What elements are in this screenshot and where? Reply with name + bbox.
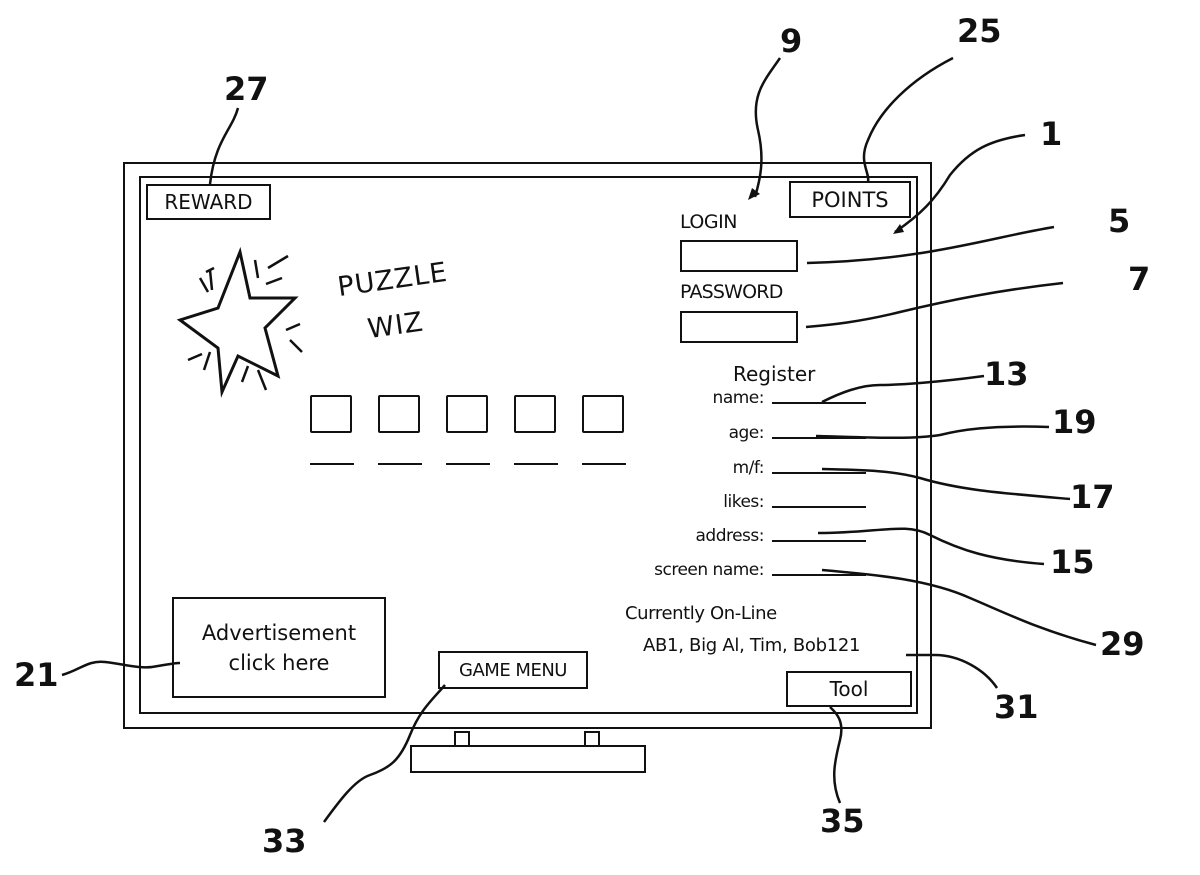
ref-numeral-13: 13 [984,355,1029,393]
leader-17 [822,469,1070,499]
ref-numeral-7: 7 [1128,260,1150,298]
leader-19 [816,427,1049,438]
leader-29 [822,570,1096,645]
ref-numeral-27: 27 [224,70,269,108]
ref-numeral-21: 21 [14,656,59,694]
leader-1 [895,135,1025,232]
ref-numeral-9: 9 [780,22,802,60]
leader-13 [822,376,984,402]
leader-15 [818,529,1044,564]
leader-7 [806,283,1063,327]
ref-numeral-5: 5 [1108,202,1130,240]
ref-numeral-35: 35 [820,802,865,840]
ref-numeral-15: 15 [1050,543,1095,581]
leader-33 [324,685,445,822]
leader-35 [830,707,841,803]
ref-numeral-29: 29 [1100,625,1145,663]
ref-numeral-33: 33 [262,822,307,860]
leader-9 [755,58,780,197]
ref-numeral-31: 31 [994,688,1039,726]
leader-27 [210,108,238,184]
leader-31 [906,655,997,688]
ref-numeral-25: 25 [957,12,1002,50]
leader-21 [62,662,180,675]
leader-5 [807,227,1054,263]
leader-25 [864,58,953,182]
ref-numeral-19: 19 [1052,403,1097,441]
ref-numeral-1: 1 [1040,115,1062,153]
ref-numeral-17: 17 [1070,478,1115,516]
